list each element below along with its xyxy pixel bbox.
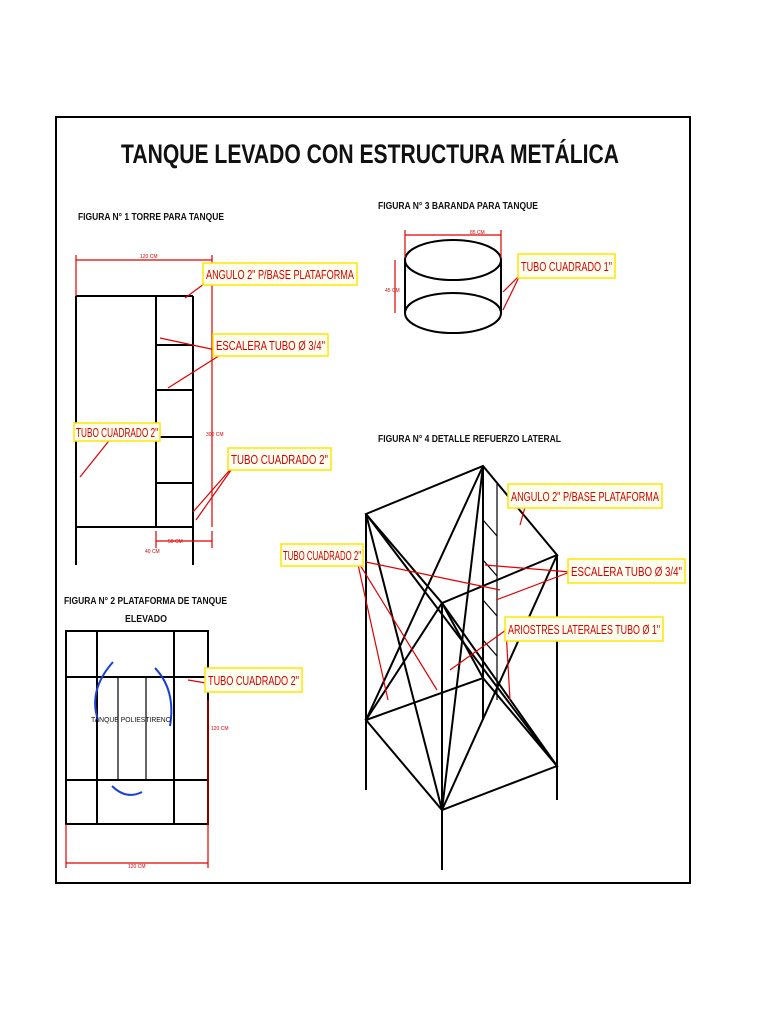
fig1-dim-height: 300 CM (206, 432, 224, 438)
tank-arc-left (94, 661, 114, 721)
fig3-dim-top: 85 CM (470, 230, 485, 236)
fig4-label-tubo: TUBO CUADRADO 2" (283, 548, 361, 563)
figure-3-caption: FIGURA N° 3 BARANDA PARA TANQUE (378, 201, 538, 212)
fig1-label-escalera: ESCALERA TUBO Ø 3/4" (216, 338, 325, 353)
fig1-dim-bottom-b: 50 CM (168, 539, 183, 545)
fig1-label-tubo-left: TUBO CUADRADO 2" (76, 425, 158, 440)
tank-arc-right (154, 667, 173, 727)
figure-4-lateral-detail: FIGURA N° 4 DETALLE REFUERZO LATERAL (280, 434, 686, 870)
fig1-dim-top: 120 CM (140, 254, 158, 260)
fig2-label-tubo: TUBO CUADRADO 2" (208, 673, 299, 688)
fig1-label-angulo: ANGULO 2" P/BASE PLATAFORMA (206, 267, 354, 282)
page-title: TANQUE LEVADO CON ESTRUCTURA METÁLICA (121, 138, 619, 169)
fig4-label-angulo: ANGULO 2" P/BASE PLATAFORMA (511, 489, 659, 504)
figure-4-caption: FIGURA N° 4 DETALLE REFUERZO LATERAL (378, 434, 561, 445)
fig1-dim-bottom-a: 40 CM (145, 549, 160, 555)
figure-2-caption-line1: FIGURA N° 2 PLATAFORMA DE TANQUE (64, 596, 227, 607)
fig4-label-escalera: ESCALERA TUBO Ø 3/4" (571, 564, 682, 579)
figure-1-caption: FIGURA N° 1 TORRE PARA TANQUE (78, 212, 224, 223)
fig2-label-tanque: TANQUE POLIESTIRENO (91, 717, 172, 724)
fig2-dim-bottom: 120 CM (128, 864, 146, 870)
fig3-dim-height: 45 CM (385, 288, 400, 294)
tank-arc-bottom (111, 785, 143, 796)
figure-2-platform: FIGURA N° 2 PLATAFORMA DE TANQUE ELEVADO… (64, 596, 303, 870)
fig1-label-tubo-right: TUBO CUADRADO 2" (231, 452, 328, 467)
figure-2-caption-line2: ELEVADO (125, 614, 167, 625)
fig2-dim-right: 120 CM (211, 726, 229, 732)
fig4-label-ariostres: ARIOSTRES LATERALES TUBO Ø 1" (508, 622, 660, 637)
fig3-label-tubo: TUBO CUADRADO 1" (521, 259, 612, 274)
figure-1-tower: FIGURA N° 1 TORRE PARA TANQUE 120 CM 300… (73, 212, 358, 565)
figure-3-railing: FIGURA N° 3 BARANDA PARA TANQUE 85 CM 45… (378, 201, 616, 334)
sheet-border (55, 116, 691, 884)
